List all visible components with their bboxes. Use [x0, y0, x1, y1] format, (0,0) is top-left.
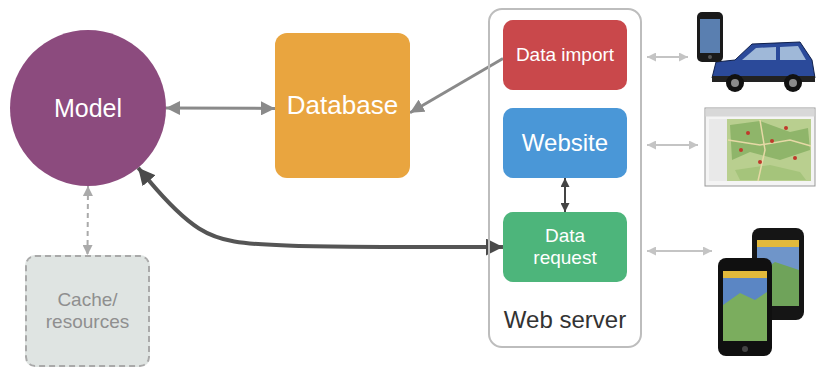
node-label: Model	[54, 94, 122, 123]
process-box: Data request	[503, 212, 627, 282]
smartphones-icon	[718, 228, 804, 356]
car-icon	[712, 42, 815, 92]
node-label: Website	[522, 129, 608, 157]
node-label: Cache/ resources	[35, 289, 140, 333]
phone-icon	[697, 12, 723, 62]
map-screenshot	[705, 108, 815, 186]
connector	[138, 168, 503, 247]
process-box: Website	[503, 108, 627, 178]
node-label: Database	[287, 91, 398, 121]
server-group: Web server Data importWebsiteData request	[488, 8, 642, 348]
connector	[87, 186, 90, 255]
group-label: Web server	[504, 306, 626, 334]
node-label: Data request	[511, 225, 619, 269]
device-arrows	[647, 57, 712, 251]
model-circle: Model	[10, 30, 166, 186]
process-box: Data import	[503, 20, 627, 90]
cache-box: Cache/ resources	[25, 255, 150, 367]
node-label: Data import	[516, 44, 614, 66]
connector	[564, 178, 566, 212]
database-box: Database	[275, 33, 410, 178]
connector	[166, 107, 275, 110]
circle-shape	[10, 30, 166, 186]
